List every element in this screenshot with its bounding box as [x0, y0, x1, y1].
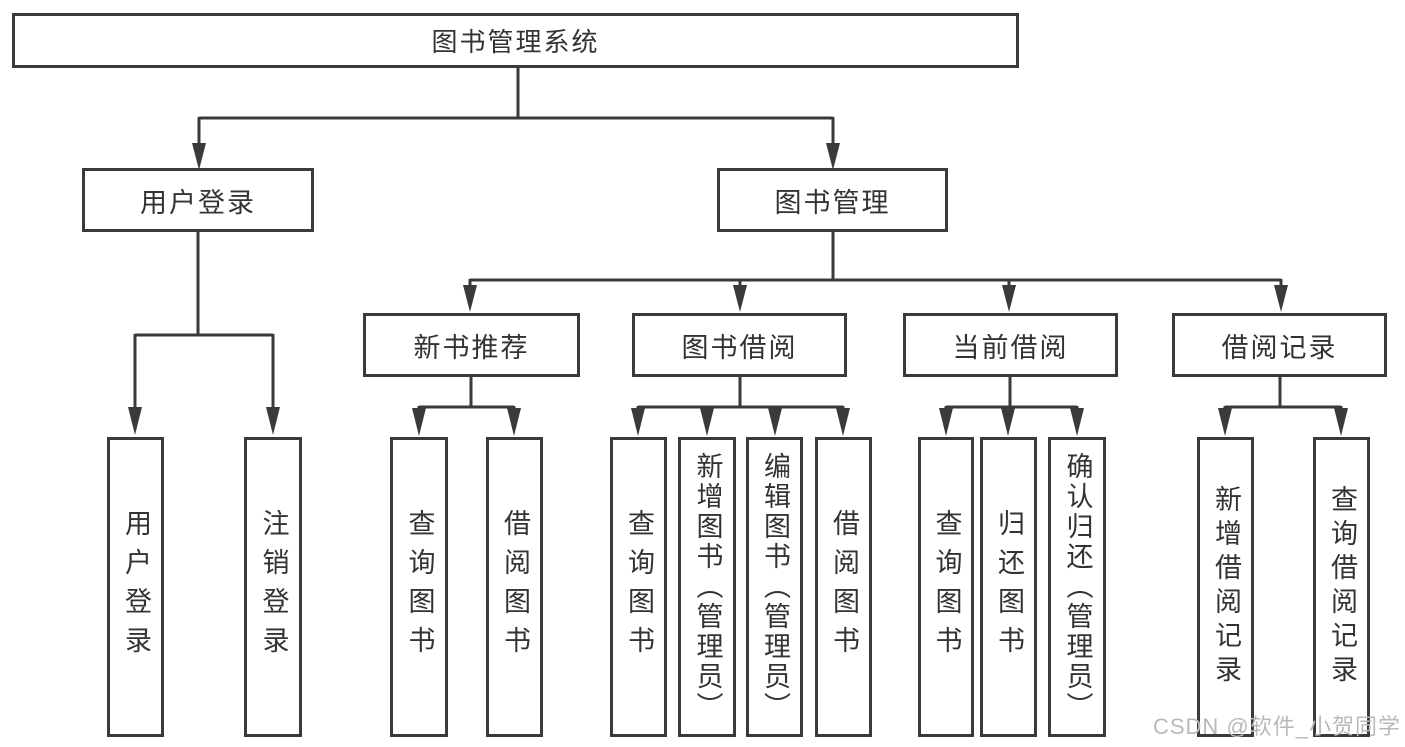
node-book-management: 图书管理 [717, 168, 948, 232]
leaf-confirm-return-admin-label: 确认归还（管理员） [1062, 452, 1093, 722]
node-new-book-recommend: 新书推荐 [363, 313, 580, 377]
node-book-borrow-label: 图书借阅 [681, 332, 798, 363]
node-current-borrow: 当前借阅 [903, 313, 1118, 377]
branch-new-book-recommend-arrowheads [412, 408, 521, 436]
node-root-system-label: 图书管理系统 [431, 27, 600, 57]
node-user-login-label: 用户登录 [140, 187, 256, 218]
branch-borrow-records [1223, 377, 1343, 410]
leaf-logout: 注销登录 [244, 437, 302, 737]
node-borrow-records-label: 借阅记录 [1221, 332, 1338, 363]
leaf-query-books-recommend: 查询图书 [390, 437, 448, 737]
leaf-borrow-books-recommend: 借阅图书 [486, 437, 543, 737]
leaf-borrow-books: 借阅图书 [815, 437, 872, 737]
branch-book-management-arrowheads [463, 285, 1288, 312]
node-book-borrow: 图书借阅 [632, 313, 847, 377]
leaf-borrow-books-label: 借阅图书 [829, 509, 859, 665]
leaf-query-books-current-label: 查询图书 [931, 509, 962, 665]
leaf-borrow-books-recommend-label: 借阅图书 [500, 509, 530, 665]
node-root-system: 图书管理系统 [12, 13, 1019, 68]
branch-root [197, 68, 835, 146]
leaf-edit-books-admin: 编辑图书（管理员） [746, 437, 803, 737]
leaf-add-borrow-record-label: 新增借阅记录 [1211, 485, 1241, 689]
leaf-query-books-borrow: 查询图书 [610, 437, 667, 737]
branch-current-borrow-arrowheads [939, 408, 1084, 436]
leaf-edit-books-admin-label: 编辑图书（管理员） [760, 452, 790, 722]
leaf-logout-label: 注销登录 [258, 509, 289, 665]
leaf-user-login: 用户登录 [107, 437, 164, 737]
leaf-query-books-borrow-label: 查询图书 [624, 509, 654, 665]
branch-book-management [468, 232, 1283, 287]
branch-book-borrow [636, 377, 845, 410]
leaf-query-borrow-record-label: 查询借阅记录 [1327, 485, 1357, 689]
leaf-query-borrow-record: 查询借阅记录 [1313, 437, 1370, 737]
branch-new-book-recommend [417, 377, 516, 410]
leaf-return-books: 归还图书 [980, 437, 1037, 737]
node-book-management-label: 图书管理 [774, 187, 891, 218]
csdn-watermark: CSDN @软件_小贺同学 [1152, 714, 1401, 739]
node-user-login: 用户登录 [82, 168, 314, 232]
leaf-query-books-current: 查询图书 [918, 437, 974, 737]
node-new-book-recommend-label: 新书推荐 [413, 332, 530, 363]
branch-book-borrow-arrowheads [631, 408, 850, 436]
leaf-confirm-return-admin: 确认归还（管理员） [1048, 437, 1106, 737]
leaf-return-books-label: 归还图书 [994, 509, 1024, 665]
node-borrow-records: 借阅记录 [1172, 313, 1387, 377]
branch-borrow-records-arrowheads [1218, 408, 1348, 436]
leaf-query-books-recommend-label: 查询图书 [404, 509, 435, 665]
leaf-user-login-label: 用户登录 [121, 509, 151, 665]
leaf-add-borrow-record: 新增借阅记录 [1197, 437, 1254, 737]
branch-root-arrowheads [192, 143, 840, 170]
branch-user-login [133, 232, 275, 410]
node-current-borrow-label: 当前借阅 [952, 332, 1069, 363]
leaf-add-books-admin: 新增图书（管理员） [678, 437, 736, 737]
branch-current-borrow [944, 377, 1079, 410]
leaf-add-books-admin-label: 新增图书（管理员） [692, 452, 723, 722]
branch-user-login-arrowheads [128, 407, 280, 435]
